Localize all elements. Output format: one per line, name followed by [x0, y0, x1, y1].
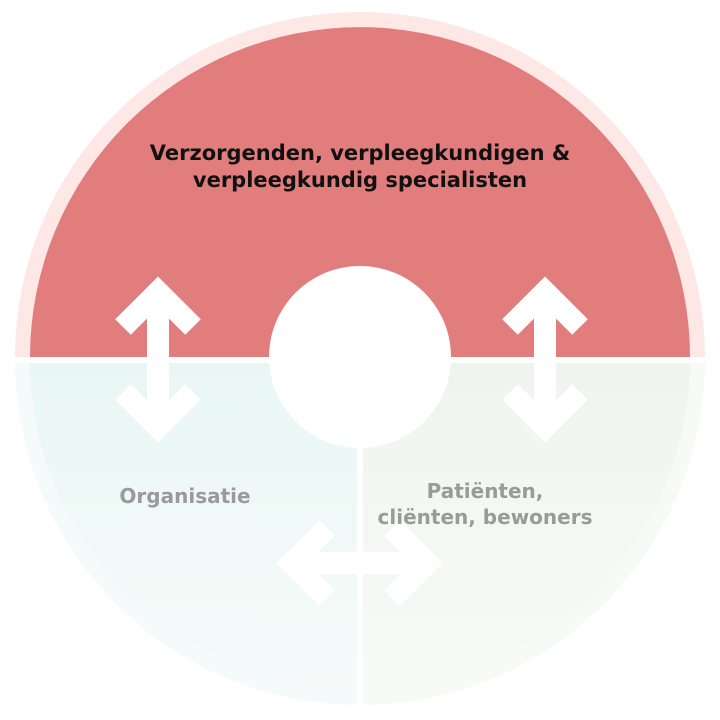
double-arrow-vertical-icon — [115, 276, 201, 443]
segment-label-patients: Patiënten, cliënten, bewoners — [377, 479, 593, 529]
segment-bottom-right — [363, 363, 690, 690]
segment-bottom-left — [30, 363, 357, 690]
segment-top — [30, 27, 690, 358]
double-arrow-horizontal-icon — [276, 520, 443, 606]
segment-label-organisation: Organisatie — [119, 484, 251, 508]
center-circle — [269, 266, 451, 448]
segment-label-caregivers: Verzorgenden, verpleegkundigen & verplee… — [149, 141, 571, 193]
double-arrow-vertical-icon — [502, 276, 588, 443]
